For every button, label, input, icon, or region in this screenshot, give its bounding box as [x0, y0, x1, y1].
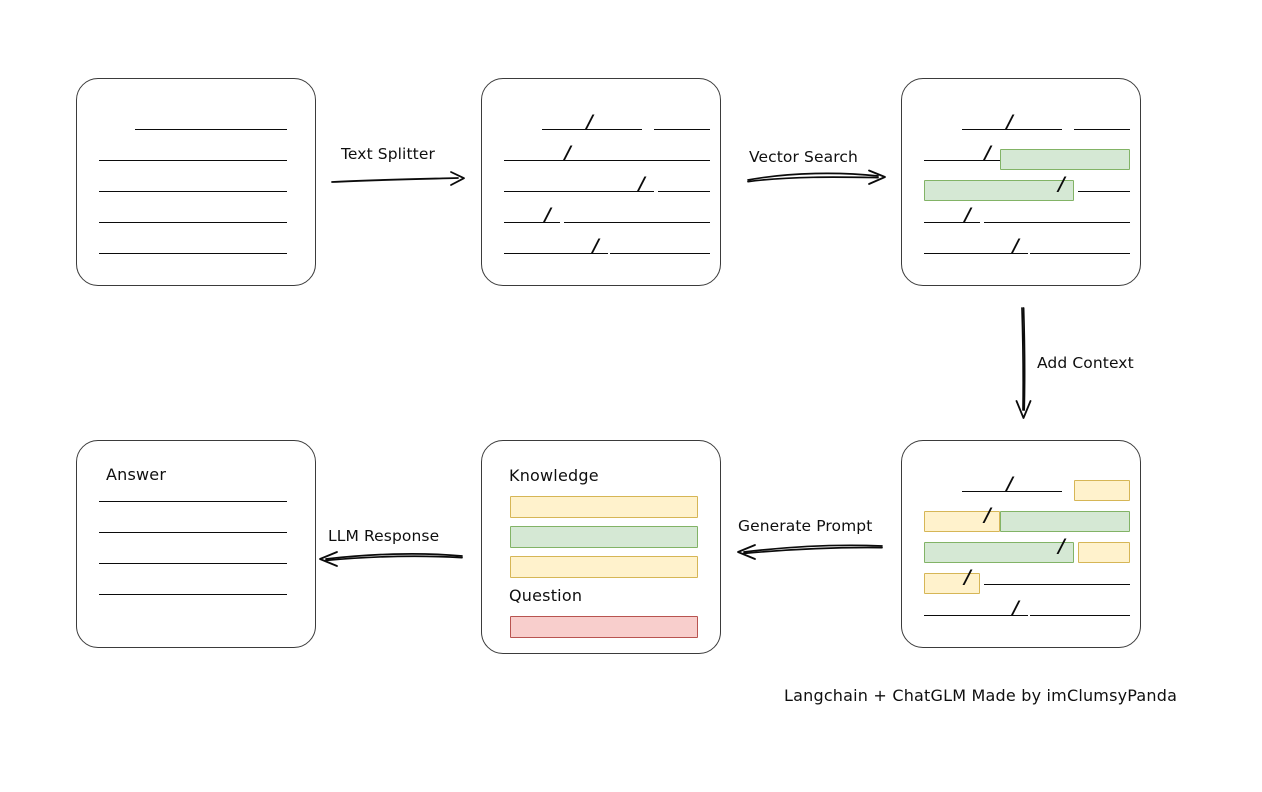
node-vector-matches[interactable]: / / / / / [901, 78, 1141, 286]
footer-credit: Langchain + ChatGLM Made by imClumsyPand… [784, 686, 1178, 705]
slash-separator: / [1058, 173, 1065, 195]
chip-yellow [924, 573, 980, 594]
slash-separator: / [1012, 235, 1019, 257]
knowledge-bar [510, 526, 698, 548]
node-context-added[interactable]: / / / / / [901, 440, 1141, 648]
chip-green [1000, 511, 1130, 532]
text-rule [504, 253, 608, 254]
slash-separator: / [564, 142, 571, 164]
slash-separator: / [964, 204, 971, 226]
text-rule [924, 222, 980, 223]
chip-green [924, 180, 1074, 201]
text-rule [542, 129, 642, 130]
slash-separator: / [544, 204, 551, 226]
text-rule [1078, 191, 1130, 192]
node-answer[interactable]: Answer [76, 440, 316, 648]
slash-separator: / [984, 504, 991, 526]
text-rule [99, 160, 287, 161]
text-rule [658, 191, 710, 192]
text-rule [99, 563, 287, 564]
node-source-document[interactable] [76, 78, 316, 286]
text-rule [504, 222, 560, 223]
text-rule [962, 491, 1062, 492]
text-rule [962, 129, 1062, 130]
text-rule [1030, 253, 1130, 254]
slash-separator: / [586, 111, 593, 133]
text-rule [924, 253, 1028, 254]
text-rule [924, 615, 1028, 616]
text-rule [654, 129, 710, 130]
knowledge-bar [510, 556, 698, 578]
arrow-generate-prompt [737, 544, 883, 560]
slash-separator: / [984, 142, 991, 164]
text-rule [564, 222, 710, 223]
answer-label: Answer [106, 465, 167, 484]
knowledge-bar [510, 496, 698, 518]
slash-separator: / [592, 235, 599, 257]
text-rule [924, 160, 1000, 161]
edge-label-add-context: Add Context [1037, 354, 1134, 372]
text-rule [99, 253, 287, 254]
question-label: Question [509, 586, 583, 605]
text-rule [99, 222, 287, 223]
arrow-text-splitter [331, 171, 465, 186]
edge-label-generate-prompt: Generate Prompt [738, 517, 873, 535]
text-rule [99, 191, 287, 192]
text-rule [99, 594, 287, 595]
arrow-vector-search [747, 169, 886, 185]
text-rule [1030, 615, 1130, 616]
knowledge-label: Knowledge [509, 466, 599, 485]
slash-separator: / [1058, 535, 1065, 557]
slash-separator: / [1006, 473, 1013, 495]
chip-green [1000, 149, 1130, 170]
text-rule [135, 129, 287, 130]
text-rule [1074, 129, 1130, 130]
text-rule [610, 253, 710, 254]
question-bar [510, 616, 698, 638]
edge-label-vector-search: Vector Search [749, 148, 858, 166]
text-rule [984, 584, 1130, 585]
arrow-add-context [1015, 307, 1032, 419]
chip-yellow [1074, 480, 1130, 501]
slash-separator: / [1012, 597, 1019, 619]
chip-green [924, 542, 1074, 563]
edge-label-text-splitter: Text Splitter [341, 145, 435, 163]
text-rule [504, 160, 580, 161]
text-rule [99, 532, 287, 533]
slash-separator: / [638, 173, 645, 195]
text-rule [99, 501, 287, 502]
arrow-llm-response [319, 551, 463, 567]
text-rule [580, 160, 710, 161]
text-rule [504, 191, 654, 192]
slash-separator: / [964, 566, 971, 588]
text-rule [984, 222, 1130, 223]
slash-separator: / [1006, 111, 1013, 133]
edge-label-llm-response: LLM Response [328, 527, 440, 545]
chip-yellow [1078, 542, 1130, 563]
node-split-chunks[interactable]: / / / / / [481, 78, 721, 286]
node-prompt[interactable]: Knowledge Question [481, 440, 721, 654]
chip-yellow [924, 511, 1000, 532]
